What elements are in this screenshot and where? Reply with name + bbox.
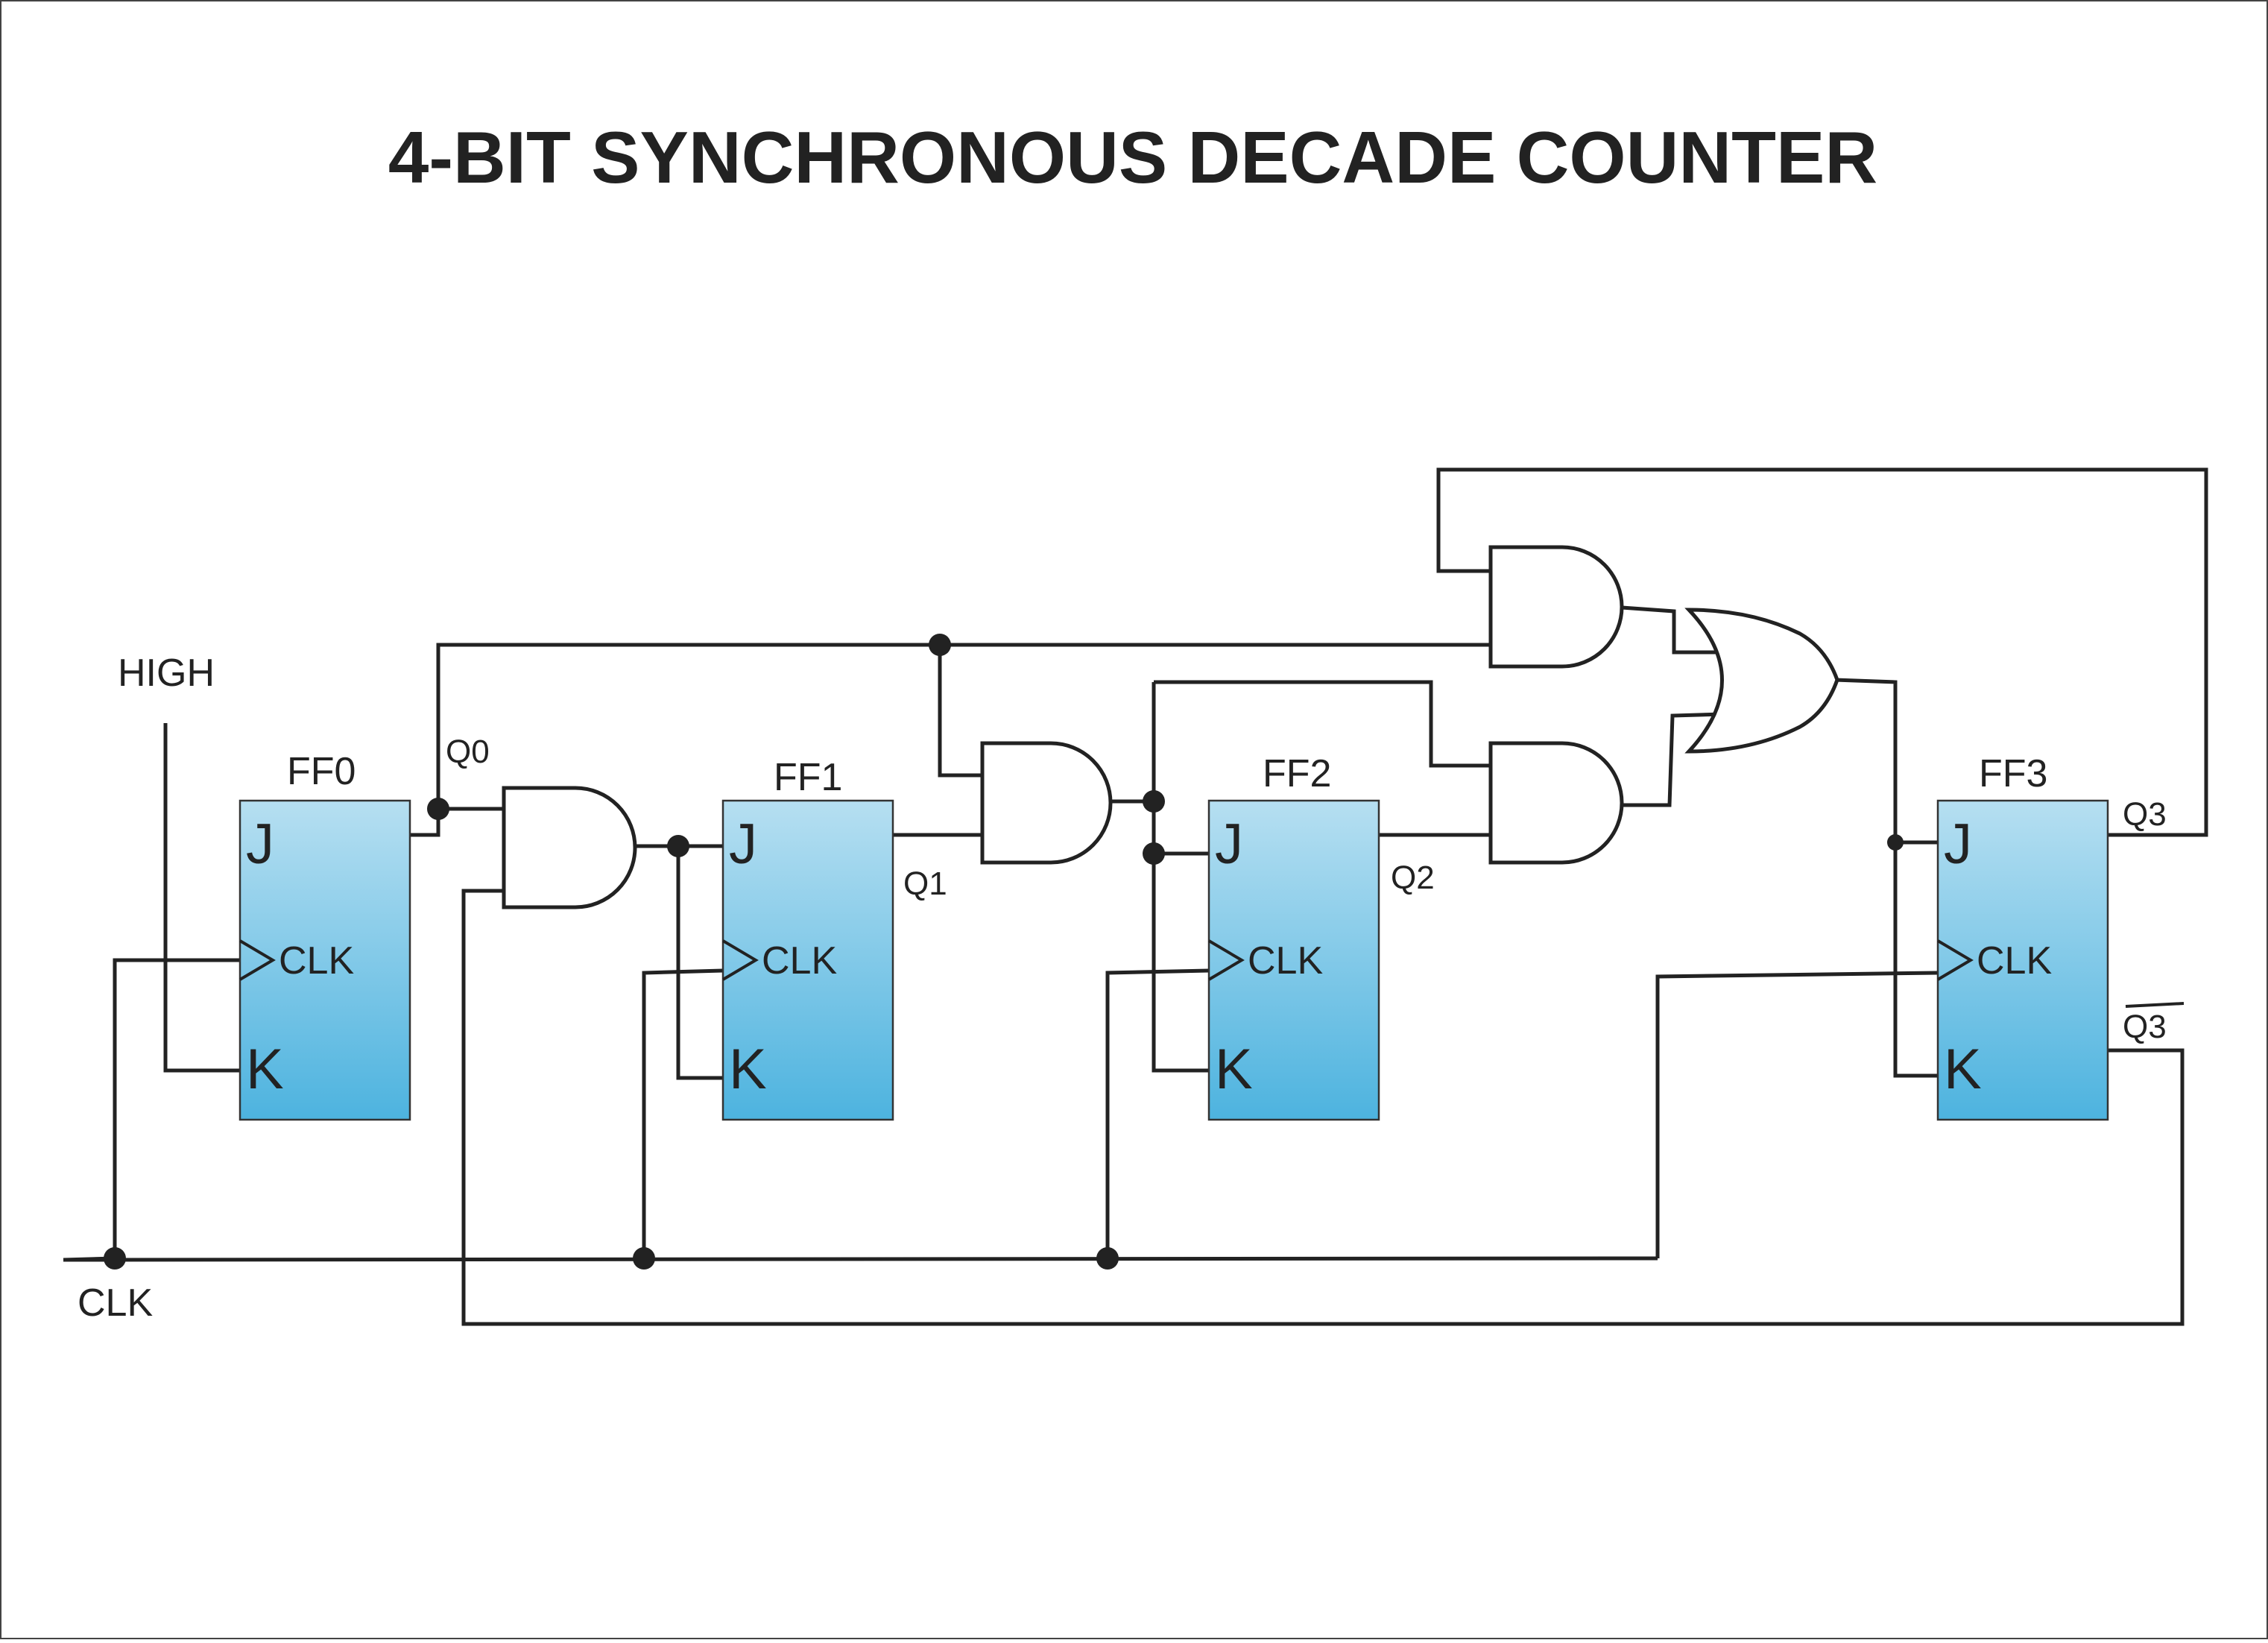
q1-label: Q1 — [903, 865, 947, 902]
junction-dot — [1887, 834, 1904, 851]
flip-flop-ff1: FF1 J CLK K — [721, 756, 894, 1121]
high-label: HIGH — [118, 652, 215, 695]
and-gate-2 — [980, 741, 1113, 865]
q3-bar-overline — [2125, 1002, 2185, 1008]
ff2-clk-pin: CLK — [1248, 939, 1323, 983]
junction-dot — [633, 1247, 655, 1270]
q0-wire — [410, 643, 1491, 837]
ff3-body — [1936, 799, 2109, 1121]
ff3-clk-triangle-icon — [1936, 939, 1974, 981]
clk-label: CLK — [78, 1281, 153, 1325]
and-gate-4 — [1488, 741, 1624, 865]
ff3-k-pin: K — [1944, 1038, 1982, 1101]
junction-dot — [1143, 842, 1165, 865]
ff0-clk-pin: CLK — [279, 939, 354, 983]
and2-to-and4-wire — [1154, 680, 1491, 768]
ff3-label: FF3 — [1979, 752, 2047, 795]
ff1-clk-triangle-icon — [721, 939, 759, 981]
ff3-j-pin: J — [1944, 813, 1972, 876]
ff0-clk-triangle-icon — [239, 939, 276, 981]
and1-to-k1-wire — [676, 846, 723, 1080]
ff1-body — [721, 799, 894, 1121]
flip-flop-ff3: FF3 J CLK K — [1936, 752, 2109, 1121]
ff2-k-pin: K — [1215, 1038, 1253, 1101]
junction-dot — [667, 835, 689, 857]
ff1-j-pin: J — [729, 813, 757, 876]
wires — [63, 467, 2208, 1326]
or-to-k3-wire — [1834, 678, 1938, 1078]
ff2-body — [1207, 799, 1380, 1121]
and4-to-or-wire — [1622, 712, 1724, 807]
clk-to-ff3-wire — [1655, 971, 1939, 1258]
ff2-label: FF2 — [1263, 752, 1331, 795]
flip-flop-ff2: FF2 J CLK K — [1207, 752, 1380, 1121]
ff0-body — [239, 799, 411, 1121]
flip-flop-ff0: FF0 J CLK K — [239, 750, 411, 1121]
ff1-clk-pin: CLK — [762, 939, 837, 983]
q3-feedback-wire — [1436, 467, 2208, 837]
q3-bar-label: Q3 — [2123, 1009, 2167, 1045]
junction-dot — [1143, 790, 1165, 813]
and2-to-k2-wire — [1152, 682, 1209, 1073]
and3-to-or-wire — [1621, 605, 1722, 655]
clk-to-ff0-wire — [113, 958, 240, 1258]
junctions — [104, 634, 1904, 1270]
q2-label: Q2 — [1391, 860, 1435, 896]
junction-dot — [104, 1247, 126, 1270]
clk-to-ff1-wire — [642, 968, 724, 1258]
junction-dot — [427, 798, 449, 820]
ff3-clk-pin: CLK — [1977, 939, 2052, 983]
q3-label: Q3 — [2123, 796, 2167, 833]
signal-labels: HIGH CLK Q0 Q1 Q2 Q3 Q3 — [78, 652, 2185, 1325]
ff0-k-pin: K — [246, 1038, 284, 1101]
ff0-label: FF0 — [287, 750, 356, 793]
high-to-k0-wire — [163, 723, 240, 1073]
junction-dot — [1096, 1247, 1119, 1270]
ff1-k-pin: K — [729, 1038, 767, 1101]
ff2-clk-triangle-icon — [1207, 939, 1245, 981]
ff0-j-pin: J — [246, 813, 274, 876]
diagram-title: 4-BIT SYNCHRONOUS DECADE COUNTER — [388, 116, 1877, 198]
q0-to-and2-wire — [938, 645, 982, 778]
logic-gates — [502, 545, 1839, 909]
q0-label: Q0 — [446, 734, 490, 770]
clk-bus-wire — [63, 1256, 1658, 1262]
and-gate-3 — [1488, 545, 1624, 669]
q3bar-feedback-wire — [461, 889, 2185, 1326]
junction-dot — [929, 634, 951, 656]
or-gate — [1684, 608, 1839, 754]
clk-to-ff2-wire — [1105, 968, 1210, 1258]
ff1-label: FF1 — [774, 756, 842, 799]
and-gate-1 — [502, 786, 637, 909]
ff2-j-pin: J — [1215, 813, 1243, 876]
